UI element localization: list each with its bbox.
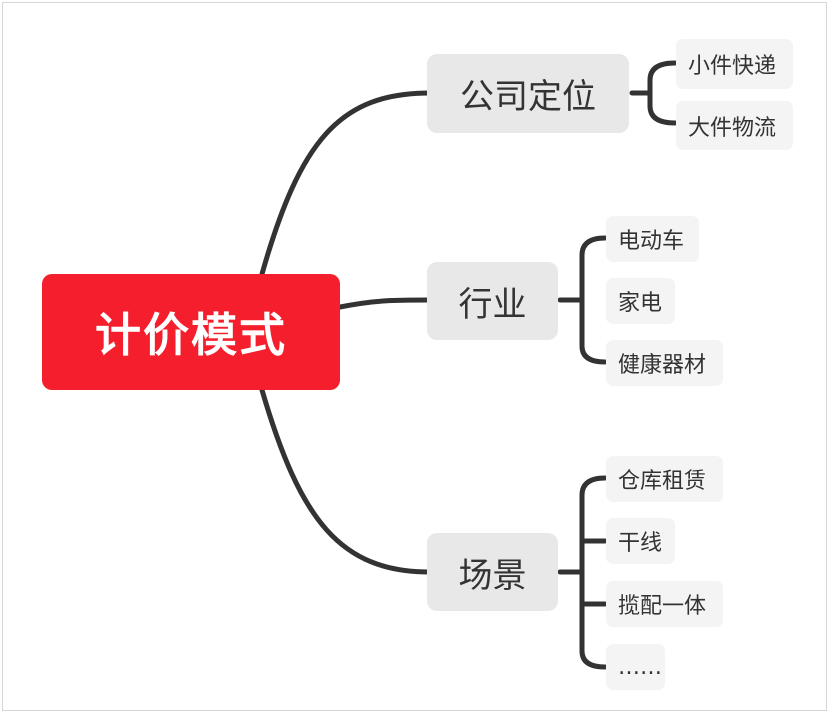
leaf-large-logistics: 大件物流 [676,101,793,150]
connector-root-to-scenario [259,387,433,575]
branch-industry: 行业 [427,262,558,340]
branch-scenario: 场景 [427,533,558,611]
leaf-small-parcel: 小件快递 [676,39,793,89]
connector-company-position-children [629,60,678,126]
leaf-trunk-line: 干线 [606,518,675,564]
branch-company-position: 公司定位 [427,54,629,133]
leaf-health-equipment: 健康器材 [606,340,723,386]
leaf-ellipsis: …… [606,644,665,690]
root-node: 计价模式 [42,274,340,390]
connector-root-to-industry [337,297,433,310]
connector-root-to-company-position [259,90,433,277]
leaf-electric-vehicle: 电动车 [606,216,699,262]
connector-industry-children [557,235,608,365]
leaf-warehouse-rental: 仓库租赁 [606,456,723,502]
connector-scenario-children [557,475,608,670]
leaf-home-appliance: 家电 [606,278,675,324]
leaf-pickup-delivery: 揽配一体 [606,581,723,627]
